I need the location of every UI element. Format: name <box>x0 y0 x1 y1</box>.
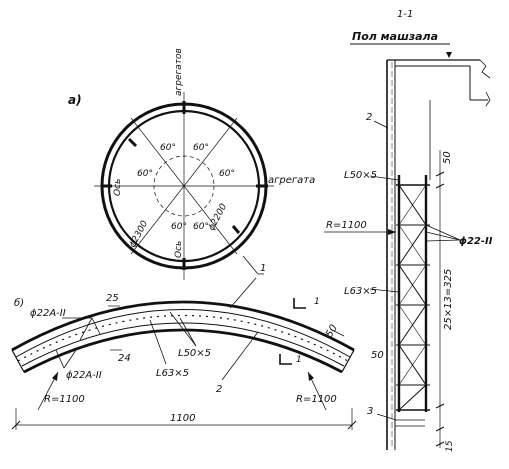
arch-elevation-view <box>11 277 357 430</box>
radius-label: R=1100 <box>44 394 85 405</box>
angle-l63-label: L63×5 <box>344 286 377 297</box>
cut-mark-label: 1 <box>314 297 320 307</box>
callout-1: 1 <box>260 263 266 274</box>
section-title: 1-1 <box>397 9 413 20</box>
angle-label: 60° <box>137 169 153 179</box>
dimension-15: 15 <box>445 440 455 452</box>
callout-2: 2 <box>366 112 372 123</box>
angle-label: 60° <box>193 143 209 153</box>
diameter-inner-label: ϕ2200 <box>207 202 229 232</box>
view-b-label: б) <box>14 297 24 309</box>
span-dimension: 1100 <box>170 413 195 424</box>
radius-label: R=1100 <box>296 394 337 405</box>
rebar-label: ϕ22А-II <box>30 308 66 319</box>
dimension-25: 25 <box>106 293 119 304</box>
angle-l50-label: L50×5 <box>178 348 211 359</box>
cut-mark-label: 1 <box>296 355 302 365</box>
section-1-1-view <box>324 43 491 450</box>
callout-2: 2 <box>216 384 222 395</box>
ring-plan-view <box>94 92 274 280</box>
units-axis-vertical-label: агрегатов <box>174 48 184 96</box>
dimension-pitch: 25×13=325 <box>443 269 454 330</box>
callout-3: 3 <box>367 406 373 417</box>
dimension-24: 24 <box>118 353 131 364</box>
angle-l50-label: L50×5 <box>344 170 377 181</box>
view-a-label: а) <box>68 93 82 107</box>
axis-left-label: Ось <box>113 179 123 196</box>
angle-label: 60° <box>193 222 209 232</box>
diameter-outer-label: ϕ2300 <box>128 219 150 249</box>
axis-bottom-label: Ось <box>174 241 184 258</box>
angle-l63-label: L63×5 <box>156 368 189 379</box>
rebar-label: ϕ22А-II <box>66 370 102 381</box>
angle-label: 60° <box>171 222 187 232</box>
floor-label: Пол машзала <box>352 30 438 43</box>
radius-label: R=1100 <box>326 220 367 231</box>
angle-label: 60° <box>219 169 235 179</box>
angle-label: 60° <box>160 143 176 153</box>
dimension-50: 50 <box>442 151 453 164</box>
units-axis-right-label: агрегата <box>268 175 315 186</box>
dimension-50: 50 <box>371 350 384 361</box>
rebar-label: ϕ22-II <box>459 236 493 247</box>
